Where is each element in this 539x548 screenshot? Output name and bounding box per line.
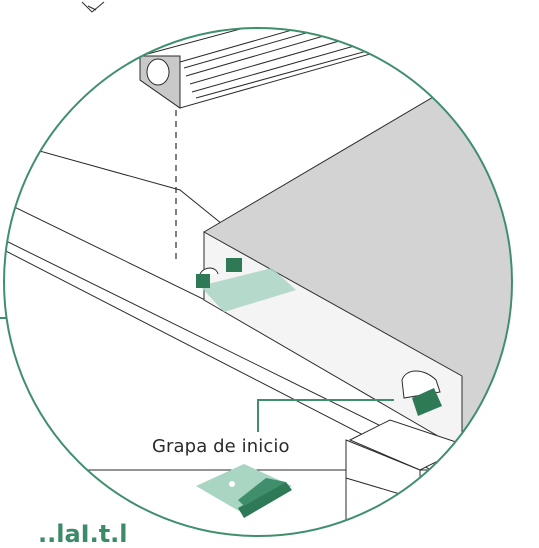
magnifier-ring <box>3 27 513 537</box>
start-clip-label: Grapa de inicio <box>152 436 290 457</box>
clip-illustration <box>196 464 292 518</box>
section-heading: ..laI.t.l <box>38 520 128 548</box>
callout-leader <box>257 399 394 432</box>
start-clip <box>401 370 442 416</box>
detail-fragment <box>81 1 105 13</box>
mid-clip <box>196 258 296 312</box>
